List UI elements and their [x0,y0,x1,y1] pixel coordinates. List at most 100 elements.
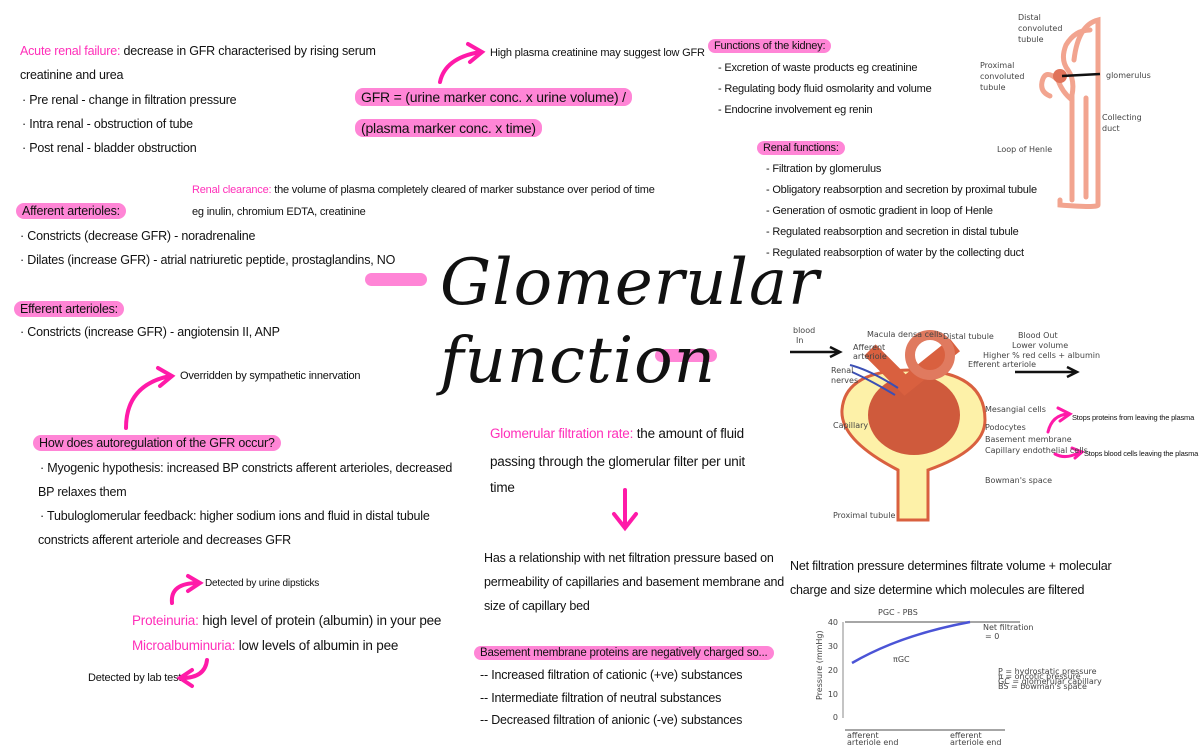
autoreg-line: BP relaxes them [38,485,127,499]
pressure-chart: 40 30 20 10 0 Pressure (mmHg) PGC - PBS … [815,608,1102,747]
acute-def-2: creatinine and urea [20,68,124,82]
glom-label: Capillary [833,421,868,430]
kidney-function-item: - Regulating body fluid osmolarity and v… [718,83,932,95]
x-label: efferent [950,731,982,740]
title-underline-left [365,273,427,286]
nephron-label: convoluted [1018,24,1062,33]
gfr-def: Glomerular filtration rate: the amount o… [490,426,744,442]
autoreg-line: · Tubuloglomerular feedback: higher sodi… [40,509,430,523]
relationship-line: Has a relationship with net filtration p… [484,551,774,565]
nephron-label: tubule [1018,35,1044,44]
glom-label: Efferent arteriole [968,360,1036,369]
override-note: Overridden by sympathetic innervation [180,370,361,382]
glom-label: Blood Out [1018,331,1058,340]
chart-legend: π = oncotic pressure [998,672,1081,681]
chart-legend: BS = bowman's space [998,682,1087,691]
nephron-label: convoluted [980,72,1024,81]
arrow-icon [169,574,204,605]
x-label: afferent [847,731,879,740]
microalb-term: Microalbuminuria: [132,638,236,653]
autoreg-line: · Myogenic hypothesis: increased BP cons… [40,461,453,475]
nephron-diagram: Distal convoluted tubule Proximal convol… [980,13,1151,209]
proteinuria-term: Proteinuria: [132,613,199,628]
nephron-label: glomerulus [1106,71,1151,80]
glom-label: nerves [831,376,858,385]
title-underline-right [655,349,717,362]
y-tick: 30 [828,642,838,651]
top-line-label: PGC - PBS [878,608,918,617]
kidney-functions-heading: Functions of the kidney: [708,38,832,54]
renal-function-item: - Generation of osmotic gradient in loop… [766,205,993,217]
glom-label: Renal [831,366,853,375]
y-tick: 20 [828,666,838,675]
gfr-def-1: the amount of fluid [636,426,744,441]
curve-label: πGC [893,655,910,664]
basement-heading: Basement membrane proteins are negativel… [474,645,774,661]
x-label: arteriole end [847,738,898,747]
kidney-function-item: - Excretion of waste products eg creatin… [718,62,918,74]
nephron-label: duct [1102,124,1120,133]
clearance-def-2: eg inulin, chromium EDTA, creatinine [192,206,366,218]
proteinuria-text: high level of protein (albumin) in your … [202,613,442,628]
efferent-heading: Efferent arterioles: [14,301,124,317]
glom-label: Basement membrane [985,435,1072,444]
nfp-line: Net filtration pressure determines filtr… [790,559,1112,573]
glom-label: Distal tubule [943,332,994,341]
glom-label: Mesangial cells [985,405,1046,414]
gfr-formula-1: GFR = (urine marker conc. x urine volume… [355,88,632,106]
y-tick: 10 [828,690,838,699]
renal-function-item: - Regulated reabsorption of water by the… [766,247,1024,259]
efferent-item: · Constricts (increase GFR) - angiotensi… [20,325,280,339]
arrow-icon [1046,406,1073,434]
creatinine-note: High plasma creatinine may suggest low G… [490,47,705,59]
acute-def-1: decrease in GFR characterised by rising … [123,44,376,58]
glom-label: Higher % red cells + albumin [983,351,1100,360]
arrow-icon [124,366,176,430]
afferent-heading: Afferent arterioles: [16,203,126,219]
glom-label: Macula densa cells [867,330,943,339]
clearance-def: Renal clearance: the volume of plasma co… [192,182,655,198]
glomerulus-diagram: blood In Macula densa cells Distal tubul… [790,326,1100,522]
acute-item: · Intra renal - obstruction of tube [22,117,193,131]
gfr-formula-2: (plasma marker conc. x time) [355,119,542,137]
acute-item: · Post renal - bladder obstruction [22,141,197,155]
gfr-term: Glomerular filtration rate: [490,426,634,441]
basement-item: -- Decreased filtration of anionic (-ve)… [480,713,743,727]
afferent-item: · Constricts (decrease GFR) - noradrenal… [20,229,256,243]
clearance-term: Renal clearance: [192,184,272,196]
microalb-def: Microalbuminuria: low levels of albumin … [132,638,398,654]
x-label: arteriole end [950,738,1001,747]
nephron-label: Proximal [980,61,1014,70]
relationship-line: size of capillary bed [484,599,590,613]
renal-function-item: - Filtration by glomerulus [766,163,882,175]
microalb-text: low levels of albumin in pee [238,638,399,653]
nephron-label: Collecting [1102,113,1142,122]
nephron-label: tubule [980,83,1006,92]
glom-label: Proximal tubule [833,511,895,520]
gfr-formula-line1: GFR = (urine marker conc. x urine volume… [355,88,632,106]
efferent-heading-text: Efferent arterioles: [14,301,124,317]
renal-function-item: - Obligatory reabsorption and secretion … [766,184,1037,196]
net-label: Net filtration [983,623,1034,632]
proteinuria-def: Proteinuria: high level of protein (albu… [132,613,441,629]
renal-functions-heading: Renal functions: [757,140,845,156]
kidney-function-item: - Endocrine involvement eg renin [718,104,873,116]
autoreg-line: constricts afferent arteriole and decrea… [38,533,291,547]
glom-label: arteriole [853,352,887,361]
arrow-icon [438,42,486,84]
afferent-item: · Dilates (increase GFR) - atrial natriu… [20,253,396,267]
acute-item: · Pre renal - change in filtration press… [22,93,237,107]
pressure-curve [851,620,971,665]
basement-heading-text: Basement membrane proteins are negativel… [474,646,774,660]
page-title: Glomerular [440,246,820,320]
clearance-def-1: the volume of plasma completely cleared … [274,184,655,196]
glom-label: Podocytes [985,423,1026,432]
nfp-line: charge and size determine which molecule… [790,583,1085,597]
chart-legend: P = hydrostatic pressure [998,667,1097,676]
gfr-def-3: time [490,480,515,495]
basement-item: -- Intermediate filtration of neutral su… [480,691,722,705]
glom-label: Lower volume [1012,341,1068,350]
side-note: Stops proteins from leaving the plasma [1072,413,1195,422]
arrow-icon [1053,446,1085,460]
